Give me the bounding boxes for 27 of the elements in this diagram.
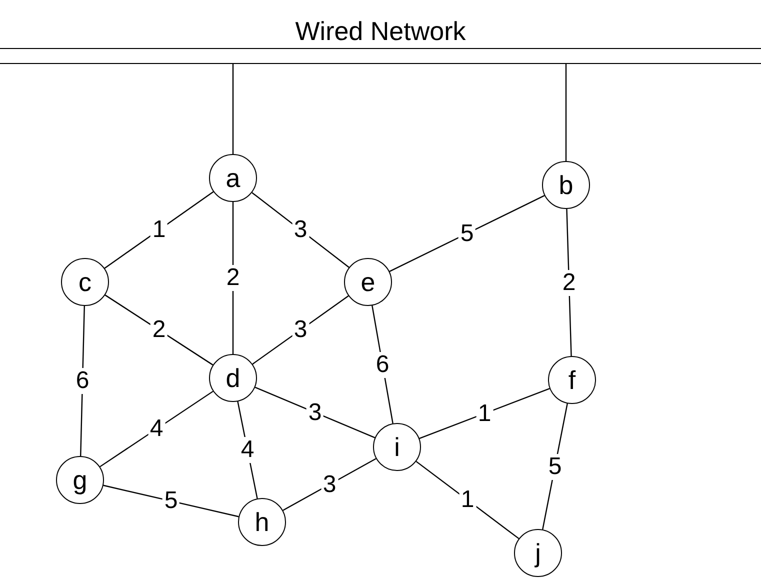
node-label: i [394, 432, 400, 462]
network-bus [0, 48, 761, 64]
edge-weight: 5 [546, 454, 564, 480]
node-label: h [254, 506, 270, 538]
node-circle [209, 154, 257, 202]
edge-weight: 4 [238, 437, 256, 463]
node-circle [514, 529, 562, 577]
node-label: f [568, 364, 576, 396]
node-circle [61, 258, 109, 306]
node-label: d [226, 362, 240, 394]
node-circle [56, 456, 104, 504]
connector-line [232, 64, 234, 154]
node-circle [548, 356, 596, 404]
node-label: b [558, 170, 574, 200]
node-circle [238, 498, 286, 546]
node-label: a [226, 162, 240, 194]
node-label: e [360, 266, 376, 298]
node-circle [344, 258, 392, 306]
connector-line [565, 64, 567, 161]
node-label: g [72, 464, 88, 496]
title: Wired Network [294, 16, 467, 47]
node-circle [542, 161, 590, 209]
node-circle [373, 423, 421, 471]
node-label: c [78, 266, 92, 298]
node-circle [209, 354, 257, 402]
node-label: j [535, 538, 541, 568]
connector-line [389, 195, 545, 272]
